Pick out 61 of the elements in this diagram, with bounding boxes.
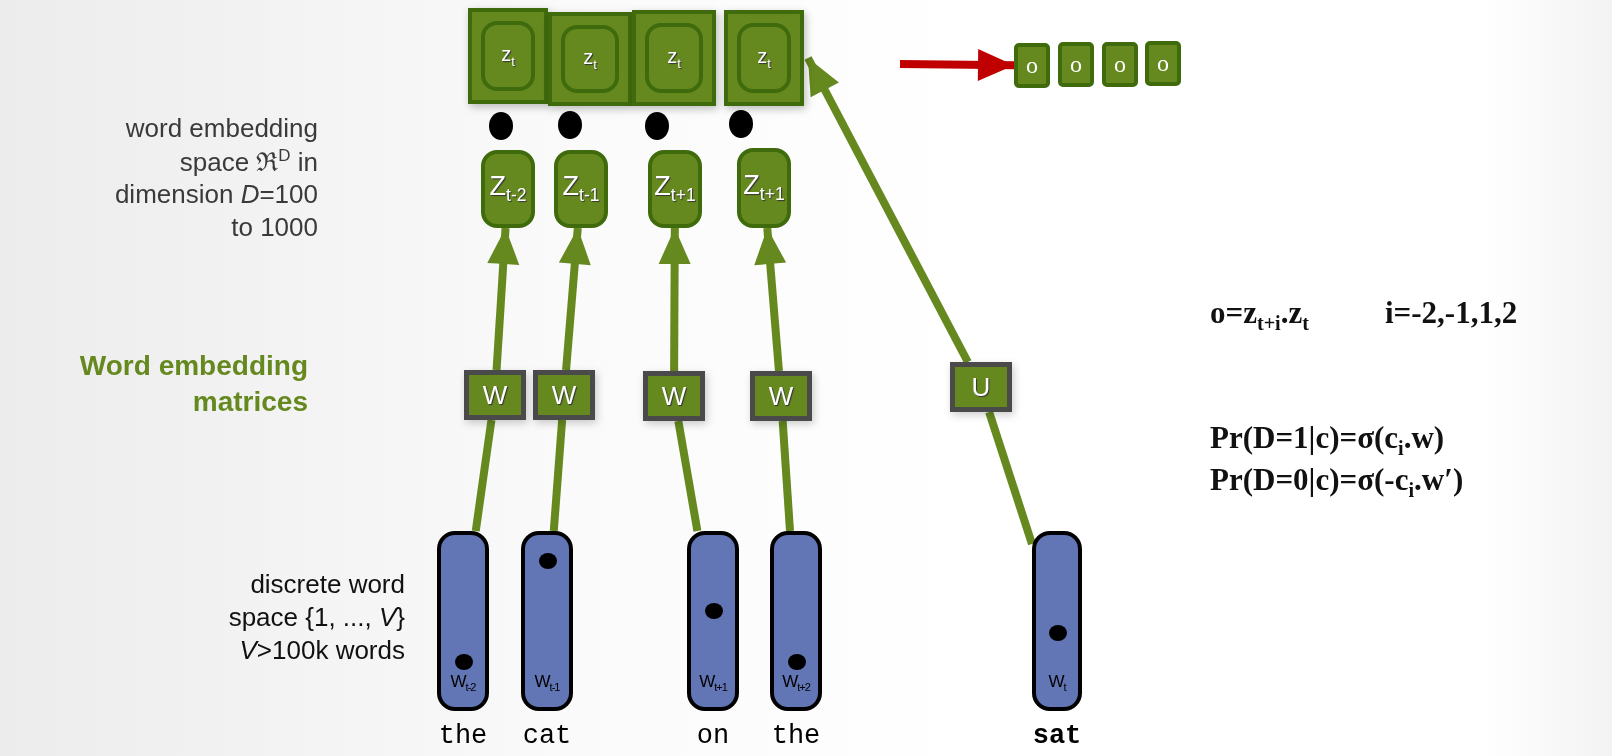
arrow <box>804 56 972 364</box>
matrix-box <box>533 370 595 420</box>
word-label: on <box>696 721 730 751</box>
arrow <box>899 48 1015 81</box>
matrix-box <box>643 371 705 421</box>
matrix-label: W <box>551 379 577 411</box>
arrow <box>754 227 787 372</box>
formula: i=-2,-1,1,2 <box>1385 295 1519 331</box>
output-label: o <box>1114 51 1126 78</box>
arrow <box>658 228 691 372</box>
word-vector-label: W$_{t+1}$ <box>699 671 727 693</box>
vector-box <box>548 12 632 106</box>
word-vector-label: W$_{t+2}$ <box>782 671 810 693</box>
word-label: the <box>438 721 488 751</box>
one-hot-vector-bar <box>521 531 573 711</box>
matrix-label: U <box>971 371 991 403</box>
embedding-label: Z$_{t+1}$ <box>654 171 696 207</box>
output-box <box>1102 42 1138 87</box>
output-box <box>1145 41 1181 86</box>
one-hot-vector-bar <box>1032 531 1082 711</box>
word-vector-label: W$_{t}$ <box>1048 671 1066 693</box>
vector-box <box>724 10 804 106</box>
word-label: cat <box>522 721 572 751</box>
formula: Pr(D=0|c)=σ(-c$_{i}$.w′) <box>1210 462 1465 503</box>
vector-label: z$_{t}$ <box>757 45 771 71</box>
output-box <box>1058 42 1094 87</box>
formula: Pr(D=1|c)=σ(c$_{i}$.w) <box>1210 420 1446 461</box>
embedding-box <box>648 150 702 228</box>
matrix-label: W <box>482 379 508 411</box>
word-label: the <box>771 721 821 751</box>
vector-label: z$_{t}$ <box>501 43 515 69</box>
arrow <box>487 227 520 371</box>
matrix-label: W <box>768 380 794 412</box>
output-label: o <box>1026 52 1038 79</box>
embedding-box <box>554 150 608 228</box>
embedding-box <box>737 148 791 228</box>
embedding-label: Z$_{t+1}$ <box>743 170 785 206</box>
matrix-label: W <box>661 380 687 412</box>
one-hot-vector-bar <box>437 531 489 711</box>
vector-label: z$_{t}$ <box>583 46 597 72</box>
output-label: o <box>1157 50 1169 77</box>
output-box <box>1014 43 1050 88</box>
matrix-box <box>750 371 812 421</box>
matrix-box <box>464 370 526 420</box>
vector-label: z$_{t}$ <box>667 45 681 71</box>
vector-box <box>468 8 548 104</box>
word-label: sat <box>1032 721 1082 751</box>
one-hot-vector-bar <box>770 531 822 711</box>
embedding-label: Z$_{t-2}$ <box>489 171 527 207</box>
embedding-box <box>481 150 535 228</box>
matrix-box <box>950 362 1012 412</box>
axis-description: word embedding space ℜ$^{D}$ in dimension D=100 to 1000 <box>113 112 318 244</box>
axis-description: discrete word space {1, ..., V} V>100k words <box>227 568 405 667</box>
word-vector-label: W$_{t-2}$ <box>450 671 476 693</box>
vector-box <box>632 10 716 106</box>
section-heading: Word embedding matrices <box>78 349 308 420</box>
arrow <box>558 227 591 371</box>
one-hot-vector-bar <box>687 531 739 711</box>
output-label: o <box>1070 51 1082 78</box>
word-vector-label: W$_{t-1}$ <box>534 671 560 693</box>
embedding-label: Z$_{t-1}$ <box>562 171 600 207</box>
